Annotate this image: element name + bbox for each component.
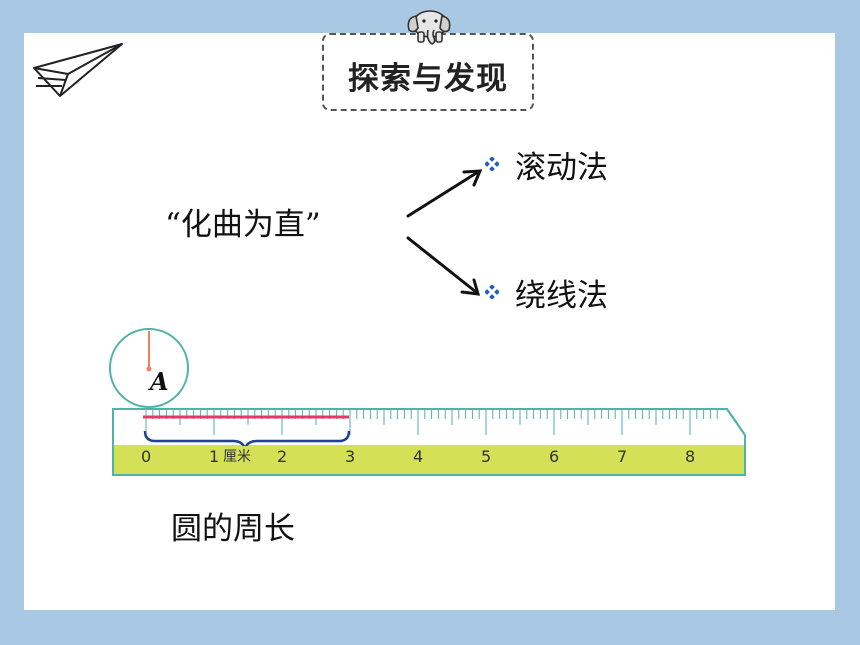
method-rolling: 滚动法 [515, 150, 608, 186]
ruler-number: 4 [413, 447, 423, 466]
diamond-bullet-icon [485, 285, 499, 299]
point-label: A [148, 367, 169, 396]
ruler-number: 8 [685, 447, 695, 466]
ruler-number: 2 [277, 447, 287, 466]
ruler-number: 1 [209, 447, 219, 466]
slide-background [24, 33, 835, 610]
page-title: 探索与发现 [348, 61, 508, 97]
ruler-number: 7 [617, 447, 627, 466]
ruler-figure: A 0 1 2 3 4 5 6 7 8 厘米 [109, 328, 746, 476]
figure-caption: 圆的周长 [171, 511, 295, 547]
method-wrapping: 绕线法 [515, 278, 608, 314]
ruler-number: 0 [141, 447, 151, 466]
ruler-number: 3 [345, 447, 355, 466]
branch-arrows [406, 169, 483, 296]
ruler-number: 6 [549, 447, 559, 466]
concept-phrase: “化曲为直” [165, 207, 321, 243]
unit-label: 厘米 [223, 449, 251, 465]
elephant-icon [407, 10, 451, 45]
title-box: 探索与发现 [322, 33, 534, 111]
diamond-bullet-icon [485, 157, 499, 171]
paper-plane-icon [33, 43, 123, 97]
ruler-number: 5 [481, 447, 491, 466]
circle-wheel [109, 328, 189, 408]
